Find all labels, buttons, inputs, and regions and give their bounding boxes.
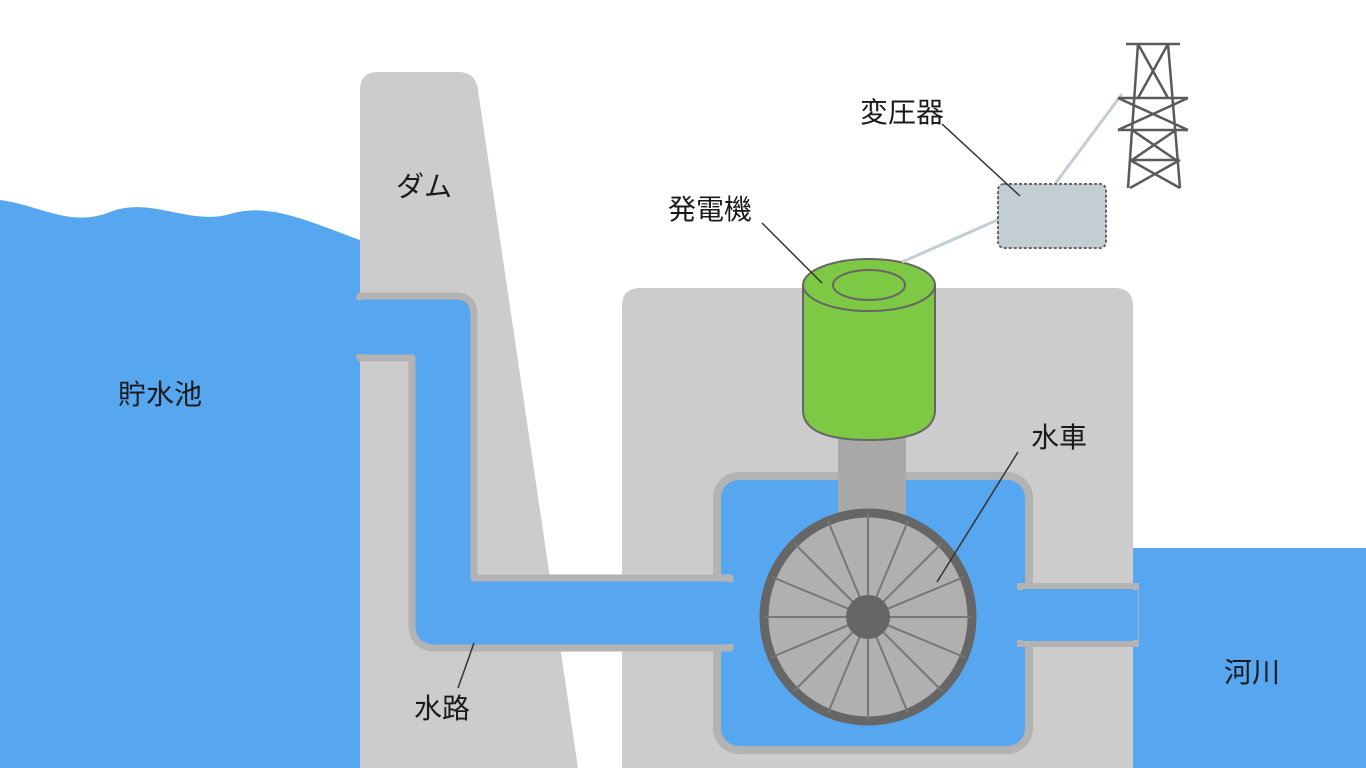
waterway-pipe — [356, 292, 734, 652]
transmission-tower-icon — [1117, 42, 1189, 190]
generator — [802, 258, 936, 442]
transformer-leader — [941, 123, 1021, 197]
turbine-leader — [936, 451, 1019, 583]
waterway-leader — [457, 642, 475, 689]
turbine-wheel — [759, 508, 977, 726]
river-water — [1133, 548, 1366, 768]
power-line-tower — [1053, 93, 1124, 185]
transformer — [997, 183, 1107, 249]
reservoir-label: 貯水池 — [118, 378, 202, 411]
dam-label: ダム — [396, 170, 452, 203]
turbine-hub — [846, 595, 890, 639]
generator-leader — [761, 222, 823, 284]
waterway-label: 水路 — [414, 692, 470, 725]
generator-label: 発電機 — [668, 193, 752, 226]
power-line-generator — [901, 216, 1003, 264]
turbine-shaft — [838, 430, 906, 520]
reservoir-water — [0, 200, 360, 768]
transformer-label: 変圧器 — [860, 96, 944, 129]
river-label: 河川 — [1224, 656, 1280, 689]
turbine-label: 水車 — [1031, 421, 1087, 454]
